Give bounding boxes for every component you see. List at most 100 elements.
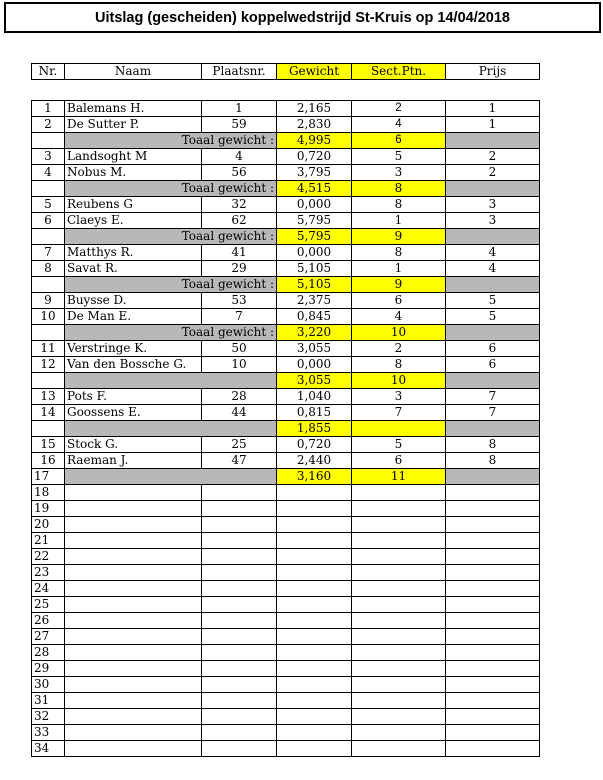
cell-sect-ptn: [351, 644, 446, 661]
subtotal-gewicht: 1,855: [276, 420, 352, 437]
cell-plaatsnr: [201, 692, 277, 709]
cell-plaatsnr: [201, 484, 277, 501]
cell-plaatsnr: 41: [201, 244, 277, 261]
cell-nr: 25: [31, 596, 65, 613]
cell-gewicht: [276, 708, 352, 725]
cell-nr: [31, 372, 65, 389]
cell-plaatsnr: 10: [201, 356, 277, 373]
cell-gewicht: [276, 692, 352, 709]
cell-prijs: [445, 660, 540, 677]
title-text: Uitslag (gescheiden) koppelwedstrijd St-…: [95, 9, 510, 26]
cell-nr: 23: [31, 564, 65, 581]
cell-prijs: 2: [445, 148, 540, 165]
cell-sect-ptn: 2: [351, 340, 446, 357]
cell-naam: [64, 660, 202, 677]
cell-gewicht: [276, 644, 352, 661]
cell-gewicht: [276, 532, 352, 549]
cell-gewicht: 2,165: [276, 100, 352, 117]
cell-gewicht: 5,795: [276, 212, 352, 229]
cell-prijs: [445, 740, 540, 757]
cell-plaatsnr: 62: [201, 212, 277, 229]
cell-sect-ptn: 3: [351, 388, 446, 405]
subtotal-gewicht: 5,105: [276, 276, 352, 293]
cell-sect-ptn: [351, 740, 446, 757]
cell-prijs: 5: [445, 292, 540, 309]
cell-plaatsnr: [201, 548, 277, 565]
cell-naam: Goossens E.: [64, 404, 202, 421]
cell-nr: 16: [31, 452, 65, 469]
cell-naam: Van den Bossche G.: [64, 356, 202, 373]
empty-row: 29: [31, 660, 540, 677]
cell-plaatsnr: [201, 596, 277, 613]
cell-nr: 32: [31, 708, 65, 725]
empty-row: 20: [31, 516, 540, 533]
cell-naam: [64, 676, 202, 693]
cell-sect-ptn: 5: [351, 148, 446, 165]
cell-gewicht: [276, 548, 352, 565]
empty-row: 25: [31, 596, 540, 613]
cell-sect-ptn: [351, 628, 446, 645]
cell-plaatsnr: 50: [201, 340, 277, 357]
cell-prijs: 6: [445, 340, 540, 357]
cell-nr: [31, 132, 65, 149]
cell-sect-ptn: 4: [351, 308, 446, 325]
cell-nr: 11: [31, 340, 65, 357]
cell-gewicht: [276, 740, 352, 757]
page-title: Uitslag (gescheiden) koppelwedstrijd St-…: [4, 2, 601, 33]
empty-row: 30: [31, 676, 540, 693]
cell-nr: 31: [31, 692, 65, 709]
subtotal-prijs: [445, 276, 540, 293]
cell-naam: De Man E.: [64, 308, 202, 325]
cell-nr: 22: [31, 548, 65, 565]
cell-gewicht: 0,720: [276, 436, 352, 453]
cell-naam: [64, 596, 202, 613]
cell-gewicht: 3,055: [276, 340, 352, 357]
cell-plaatsnr: [201, 708, 277, 725]
cell-nr: [31, 276, 65, 293]
subtotal-sect-ptn: 10: [351, 324, 446, 341]
subtotal-sect-ptn: 6: [351, 132, 446, 149]
cell-prijs: [445, 580, 540, 597]
cell-naam: [64, 628, 202, 645]
cell-nr: 8: [31, 260, 65, 277]
cell-plaatsnr: 44: [201, 404, 277, 421]
cell-prijs: [445, 708, 540, 725]
cell-naam: Landsoght M: [64, 148, 202, 165]
cell-prijs: [445, 676, 540, 693]
cell-prijs: 8: [445, 452, 540, 469]
cell-sect-ptn: [351, 724, 446, 741]
cell-sect-ptn: [351, 660, 446, 677]
cell-nr: [31, 324, 65, 341]
cell-plaatsnr: [201, 516, 277, 533]
cell-prijs: 7: [445, 404, 540, 421]
cell-naam: Claeys E.: [64, 212, 202, 229]
cell-nr: 9: [31, 292, 65, 309]
subtotal-label: Toaal gewicht :: [64, 276, 277, 293]
cell-prijs: [445, 724, 540, 741]
cell-nr: 18: [31, 484, 65, 501]
cell-naam: Balemans H.: [64, 100, 202, 117]
cell-sect-ptn: [351, 580, 446, 597]
empty-row: 33: [31, 724, 540, 741]
cell-prijs: [445, 548, 540, 565]
cell-gewicht: 0,000: [276, 196, 352, 213]
cell-prijs: [445, 692, 540, 709]
cell-gewicht: [276, 724, 352, 741]
cell-gewicht: 1,040: [276, 388, 352, 405]
cell-gewicht: [276, 676, 352, 693]
col-header-prijs: Prijs: [445, 63, 540, 80]
cell-sect-ptn: 1: [351, 260, 446, 277]
empty-row: 23: [31, 564, 540, 581]
cell-gewicht: [276, 484, 352, 501]
cell-plaatsnr: 28: [201, 388, 277, 405]
subtotal-prijs: [445, 372, 540, 389]
cell-plaatsnr: [201, 580, 277, 597]
cell-prijs: [445, 532, 540, 549]
cell-sect-ptn: 6: [351, 292, 446, 309]
